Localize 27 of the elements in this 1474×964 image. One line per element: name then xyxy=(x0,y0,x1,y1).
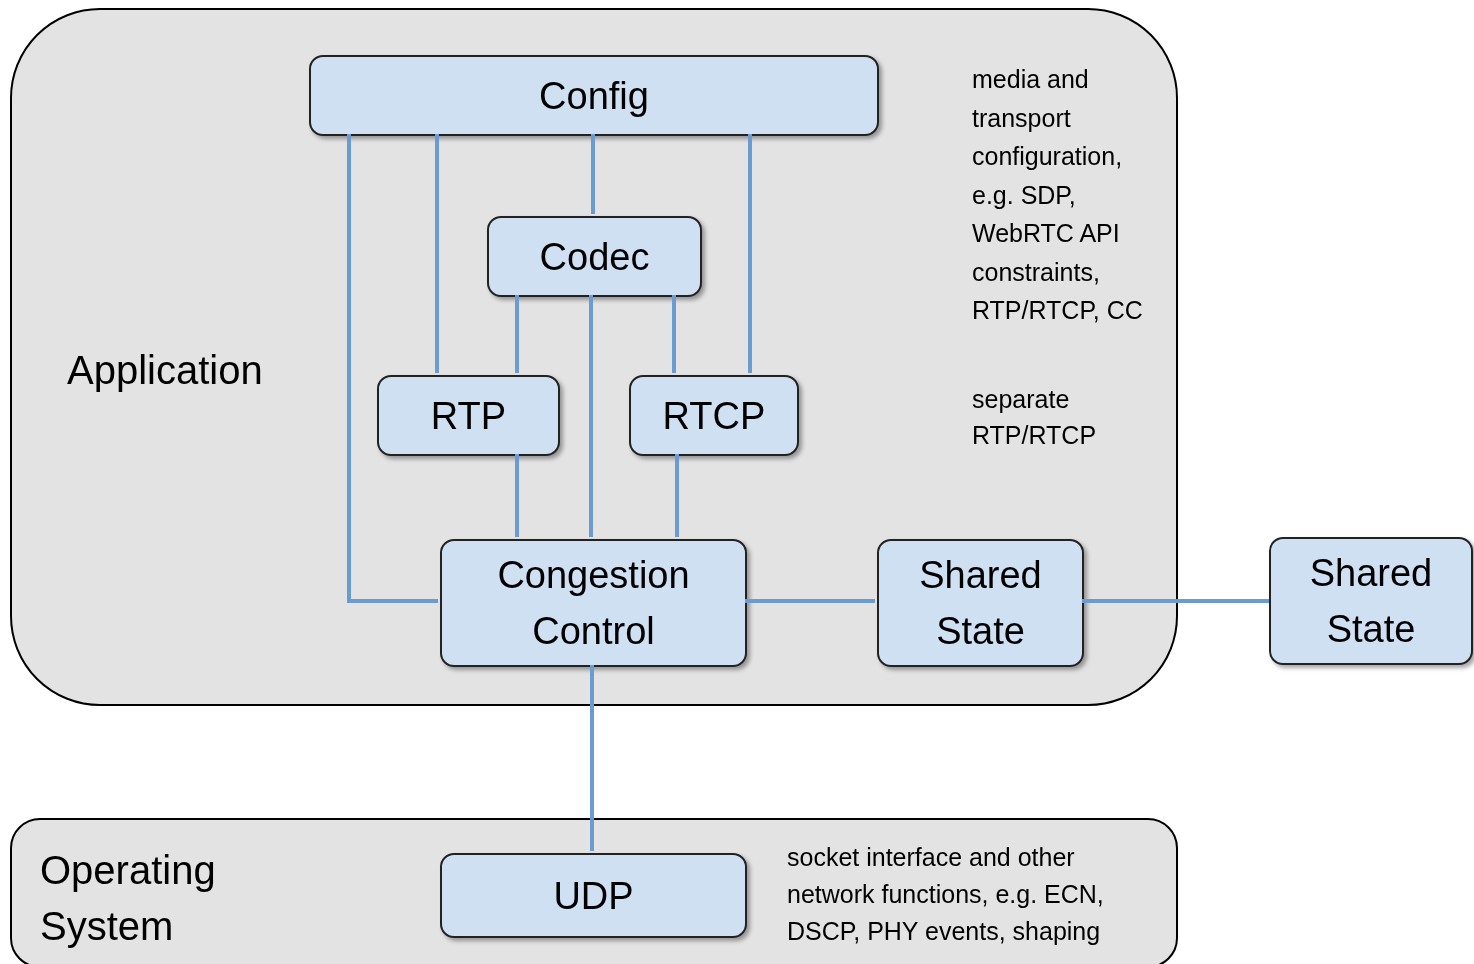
connector-line xyxy=(591,134,595,214)
note-text: socket interface and other network functions, e.g. ECN, DSCP, PHY events, shaping xyxy=(787,842,1105,947)
connector-line xyxy=(515,454,519,537)
component-box: RTCP xyxy=(629,375,799,456)
component-box: UDP xyxy=(440,853,747,938)
region-panel xyxy=(10,8,1178,706)
connector-line xyxy=(748,134,752,373)
region-label: Application xyxy=(67,347,263,394)
connector-line xyxy=(675,454,679,537)
connector-line xyxy=(1082,599,1269,603)
component-box: Congestion Control xyxy=(440,539,747,667)
component-box: Shared State xyxy=(877,539,1084,667)
component-box: Shared State xyxy=(1269,537,1473,665)
region-panel xyxy=(10,818,1178,964)
connector-line xyxy=(745,599,875,603)
connector-line xyxy=(515,295,519,373)
connector-line xyxy=(590,665,594,851)
note-text: separate RTP/RTCP xyxy=(972,384,1098,451)
connector-line xyxy=(347,134,438,603)
component-box: Config xyxy=(309,55,879,136)
connector-line xyxy=(672,295,676,373)
region-label: Operating System xyxy=(40,847,217,950)
component-box: RTP xyxy=(377,375,560,456)
component-box: Codec xyxy=(487,216,702,297)
connector-line xyxy=(589,295,593,537)
note-text: media and transport configuration, e.g. SDP, WebRTC API constraints, RTP/RTCP, CC xyxy=(972,64,1144,326)
connector-line xyxy=(435,134,439,373)
